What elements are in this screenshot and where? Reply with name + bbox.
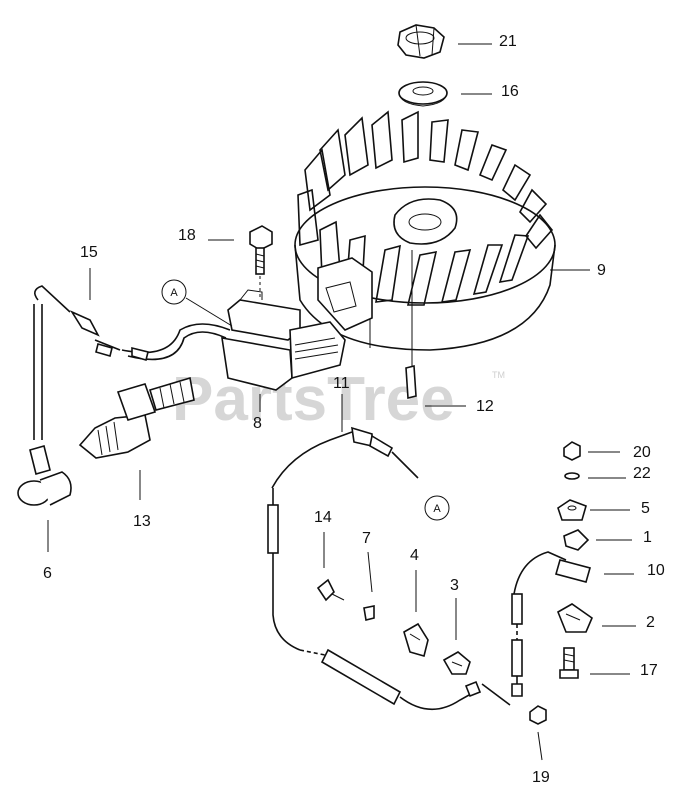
part-15-ignition-wire[interactable] (33, 285, 231, 440)
label-18: 18 (178, 227, 196, 244)
part-19-nut[interactable] (529, 705, 547, 725)
part-9-flywheel[interactable] (294, 110, 556, 351)
callout-a-bottom: A (424, 495, 450, 521)
label-10: 10 (647, 562, 665, 579)
label-2: 2 (646, 614, 655, 631)
part-10-stop-switch-wire[interactable] (511, 551, 591, 697)
svg-text:A: A (170, 287, 178, 299)
label-7: 7 (362, 530, 371, 547)
callout-a-top: A (161, 279, 233, 327)
label-16: 16 (501, 83, 519, 100)
part-18-screw[interactable] (249, 225, 273, 275)
label-6: 6 (43, 565, 52, 582)
part-17-screw[interactable] (559, 647, 579, 679)
part-20-nut[interactable] (563, 441, 581, 461)
watermark-trademark: TM (492, 370, 505, 380)
label-9: 9 (597, 262, 606, 279)
part-2-clamp[interactable] (556, 603, 593, 633)
part-6-spark-plug-boot[interactable] (17, 445, 72, 506)
part-11-kill-wire[interactable] (267, 426, 419, 656)
part-12-key[interactable] (405, 364, 417, 400)
label-19: 19 (532, 769, 550, 786)
label-17: 17 (640, 662, 658, 679)
label-12: 12 (476, 398, 494, 415)
part-1-clip[interactable] (563, 529, 590, 551)
part-14-clip[interactable] (316, 578, 345, 602)
part-13-spark-plug[interactable] (78, 376, 195, 459)
part-22-washer[interactable] (564, 472, 580, 480)
part-7-tab[interactable] (363, 605, 375, 621)
label-20: 20 (633, 444, 651, 461)
part-3-clamp[interactable] (442, 651, 471, 675)
part-16-washer[interactable] (398, 81, 448, 107)
label-14: 14 (314, 509, 332, 526)
label-1: 1 (643, 529, 652, 546)
label-4: 4 (410, 547, 419, 564)
part-5-clip[interactable] (557, 499, 587, 521)
svg-text:A: A (433, 503, 441, 515)
label-13: 13 (133, 513, 151, 530)
label-15: 15 (80, 244, 98, 261)
label-5: 5 (641, 500, 650, 517)
part-21-nut[interactable] (397, 24, 445, 59)
part-8-ignition-module[interactable] (221, 289, 346, 391)
part-4-bracket[interactable] (403, 622, 429, 657)
label-11: 11 (333, 375, 350, 392)
label-22: 22 (633, 465, 651, 482)
label-3: 3 (450, 577, 459, 594)
stop-cable-lower[interactable] (320, 648, 511, 711)
label-21: 21 (499, 33, 517, 50)
label-8: 8 (253, 415, 262, 432)
